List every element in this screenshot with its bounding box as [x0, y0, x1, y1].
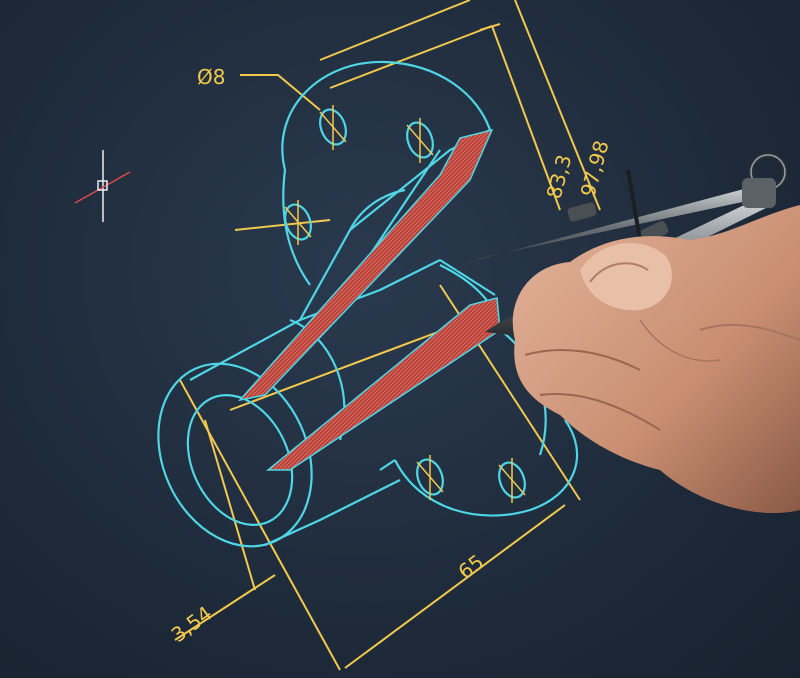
length-label: 65 — [454, 550, 489, 584]
width-inner-label: 83,3 — [542, 152, 577, 201]
diameter-label: Ø8 — [197, 65, 225, 89]
crosshair-cursor — [74, 150, 131, 222]
wall-thickness-label: 3,54 — [167, 601, 217, 647]
hole-centerlines — [284, 105, 526, 503]
part-outline — [157, 60, 579, 548]
width-overall-label: 97,98 — [576, 138, 614, 200]
hand — [512, 205, 800, 514]
section-hatch — [237, 128, 501, 471]
